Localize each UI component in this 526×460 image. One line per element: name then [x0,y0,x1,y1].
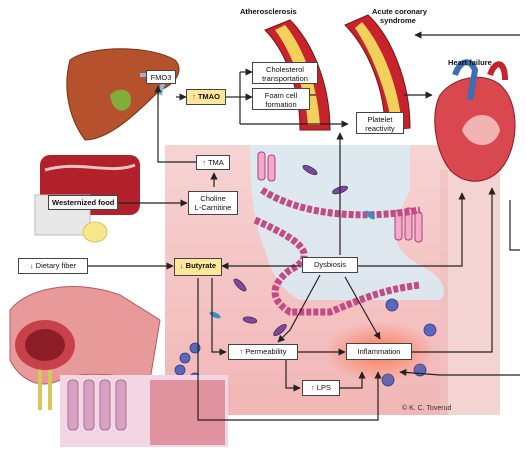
decrease-arrow-icon: ↓ [30,261,34,270]
heading-atherosclerosis: Atherosclerosis [240,7,297,16]
image-credit: © K. C. Toverud [402,405,451,412]
increase-arrow-icon: ↑ [192,92,196,101]
foam-cell-label: Foam cell formation [252,88,310,110]
butyrate-text: Butyrate [186,261,216,270]
choline-line-2: L-Carnitine [192,203,234,212]
tma-text: TMA [208,158,224,167]
inflammation-label: Inflammation [346,343,412,360]
liver-illustration [67,49,179,140]
foam-line-1: Foam cell [256,91,306,100]
cholesterol-transport-label: Cholesterol transportation [252,62,318,84]
lps-text: LPS [317,383,331,392]
fmo3-label: FMO3 [146,70,176,84]
tmao-text: TMAO [198,92,220,101]
tissue-section-illustration [60,375,228,447]
westernized-food-label: Westernized food [48,195,118,210]
platelet-line-1: Platelet [360,115,400,124]
dietary-fiber-text: Dietary fiber [36,261,76,270]
dysbiosis-label: Dysbiosis [302,257,358,273]
increase-arrow-icon: ↑ [239,347,243,356]
permeability-label: ↑Permeability [228,344,298,360]
cholesterol-line-1: Cholesterol [256,65,314,74]
dietary-fiber-label: ↓Dietary fiber [18,258,88,274]
permeability-text: Permeability [245,347,286,356]
heart-illustration [435,62,515,181]
tma-label: ↑TMA [196,155,230,170]
choline-carnitine-label: Choline L-Carnitine [188,191,238,215]
cholesterol-line-2: transportation [256,74,314,83]
choline-line-1: Choline [192,194,234,203]
platelet-reactivity-label: Platelet reactivity [356,112,404,134]
butyrate-label: ↓Butyrate [174,258,222,276]
foam-line-2: formation [256,100,306,109]
increase-arrow-icon: ↑ [311,383,315,392]
tmao-label: ↑TMAO [186,89,226,105]
platelet-line-2: reactivity [360,124,400,133]
lps-label: ↑LPS [302,380,340,396]
increase-arrow-icon: ↑ [202,158,206,167]
heading-heart-failure: Heart failure [448,58,492,67]
heading-acute-coronary-2: syndrome [380,16,416,25]
heading-acute-coronary-1: Acute coronary [372,7,427,16]
decrease-arrow-icon: ↓ [180,261,184,270]
